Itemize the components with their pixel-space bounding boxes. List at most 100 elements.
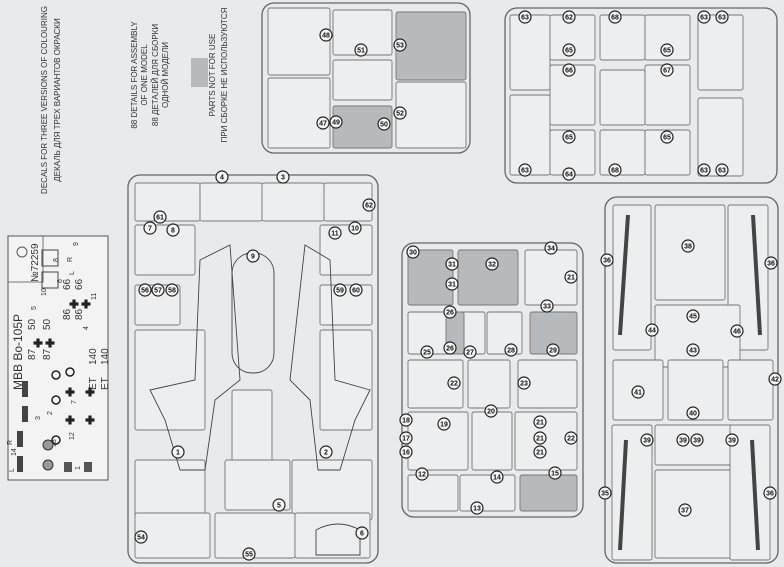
decal-sheet: MBB Bo-105P №72259 8750875086668666ET140…	[7, 235, 111, 481]
part-number-label: 39	[693, 438, 701, 445]
part-number-label: 20	[487, 409, 495, 416]
details-note: 88 DETAILS FOR ASSEMBLY OF ONE MODEL 88 …	[130, 21, 170, 129]
decal-number: 12	[69, 432, 76, 440]
part-number-label: 25	[423, 350, 431, 357]
part-number-label: 42	[771, 377, 779, 384]
part-number-label: 21	[536, 420, 544, 427]
part-cell	[514, 411, 578, 471]
part-number-windows: 47	[316, 116, 330, 130]
part-number-small_parts: 63	[518, 163, 532, 177]
part-number-label: 36	[766, 491, 774, 498]
part-number-rotor: 44	[645, 323, 659, 337]
part-cell	[134, 182, 201, 222]
sprue-rotor	[604, 196, 779, 564]
part-number-label: 21	[536, 436, 544, 443]
roundel-icon	[51, 370, 61, 380]
part-number-rotor: 45	[686, 309, 700, 323]
part-cell	[407, 359, 464, 409]
part-number-label: 52	[396, 111, 404, 118]
iron-cross-icon	[33, 338, 43, 348]
part-number-interior: 13	[470, 501, 484, 515]
part-number-label: 7	[148, 226, 152, 233]
part-number-label: 21	[567, 275, 575, 282]
part-number-interior: 14	[490, 470, 504, 484]
part-number-label: 38	[684, 244, 692, 251]
part-number-rotor: 43	[686, 343, 700, 357]
part-cell	[134, 224, 196, 276]
decal-number: 8	[53, 258, 60, 262]
part-number-label: 63	[521, 168, 529, 175]
part-number-label: 67	[663, 68, 671, 75]
decal-code: 86	[74, 308, 85, 320]
decal-number: 9	[73, 242, 80, 246]
part-number-label: 35	[601, 491, 609, 498]
part-number-label: 53	[396, 43, 404, 50]
part-cell	[697, 14, 744, 91]
part-number-interior: 12	[415, 467, 429, 481]
part-number-label: 15	[551, 471, 559, 478]
part-cell	[319, 224, 373, 276]
part-number-label: 60	[352, 288, 360, 295]
details-note-en-2: OF ONE MODEL	[140, 44, 149, 106]
part-number-label: 11	[331, 231, 339, 238]
sprue-frame	[401, 242, 584, 518]
part-number-small_parts: 62	[562, 10, 576, 24]
decal-code: 66	[74, 278, 85, 290]
part-number-interior: 28	[504, 343, 518, 357]
part-number-interior: 18	[399, 413, 413, 427]
decal-placeholder	[41, 249, 59, 267]
part-number-label: 26	[446, 310, 454, 317]
part-number-interior: 20	[484, 404, 498, 418]
iron-cross-icon	[85, 387, 95, 397]
iron-cross-icon	[65, 415, 75, 425]
part-number-label: 61	[156, 215, 164, 222]
part-number-small_parts: 63	[715, 10, 729, 24]
arrow-icon	[22, 381, 28, 397]
part-cell	[654, 204, 726, 301]
part-cell	[509, 94, 551, 176]
part-number-interior: 32	[485, 257, 499, 271]
decal-code: 87	[27, 348, 38, 360]
iron-cross-icon	[45, 338, 55, 348]
part-number-label: 12	[418, 472, 426, 479]
part-number-label: 6	[360, 531, 364, 538]
part-number-small_parts: 65	[562, 43, 576, 57]
part-number-small_parts: 63	[697, 163, 711, 177]
part-number-label: 39	[643, 438, 651, 445]
part-number-label: 46	[733, 329, 741, 336]
sprue-windows	[261, 2, 471, 154]
part-number-small_parts: 65	[660, 43, 674, 57]
part-number-label: 56	[141, 288, 149, 295]
part-number-label: 4	[220, 175, 224, 182]
decal-code: 50	[42, 318, 53, 330]
part-number-label: 65	[663, 48, 671, 55]
part-number-label: 14	[493, 475, 501, 482]
part-number-small_parts: 68	[608, 10, 622, 24]
part-cell	[467, 359, 511, 409]
unused-note-en: PARTS NOT FOR USE	[208, 34, 217, 117]
part-number-fuselage: 1	[171, 445, 185, 459]
part-number-interior: 22	[447, 376, 461, 390]
part-number-interior: 15	[548, 466, 562, 480]
part-number-label: 55	[245, 552, 253, 559]
sprue-small-parts	[504, 7, 778, 184]
part-cell	[667, 359, 724, 421]
part-number-label: 26	[446, 346, 454, 353]
part-number-rotor: 37	[678, 503, 692, 517]
part-number-interior: 21	[564, 270, 578, 284]
sprue-interior	[401, 242, 584, 518]
part-number-label: 63	[700, 168, 708, 175]
part-number-label: 62	[365, 203, 373, 210]
part-number-label: 65	[565, 48, 573, 55]
decal-code: 86	[62, 308, 73, 320]
part-number-rotor: 39	[725, 433, 739, 447]
fuselage-half-right	[289, 244, 371, 471]
part-number-label: 28	[507, 348, 515, 355]
part-number-interior: 22	[564, 431, 578, 445]
part-number-label: 5	[277, 503, 281, 510]
part-number-label: 17	[402, 436, 410, 443]
part-number-small_parts: 63	[518, 10, 532, 24]
part-number-rotor: 40	[686, 406, 700, 420]
part-number-label: 31	[448, 282, 456, 289]
part-number-windows: 52	[393, 106, 407, 120]
